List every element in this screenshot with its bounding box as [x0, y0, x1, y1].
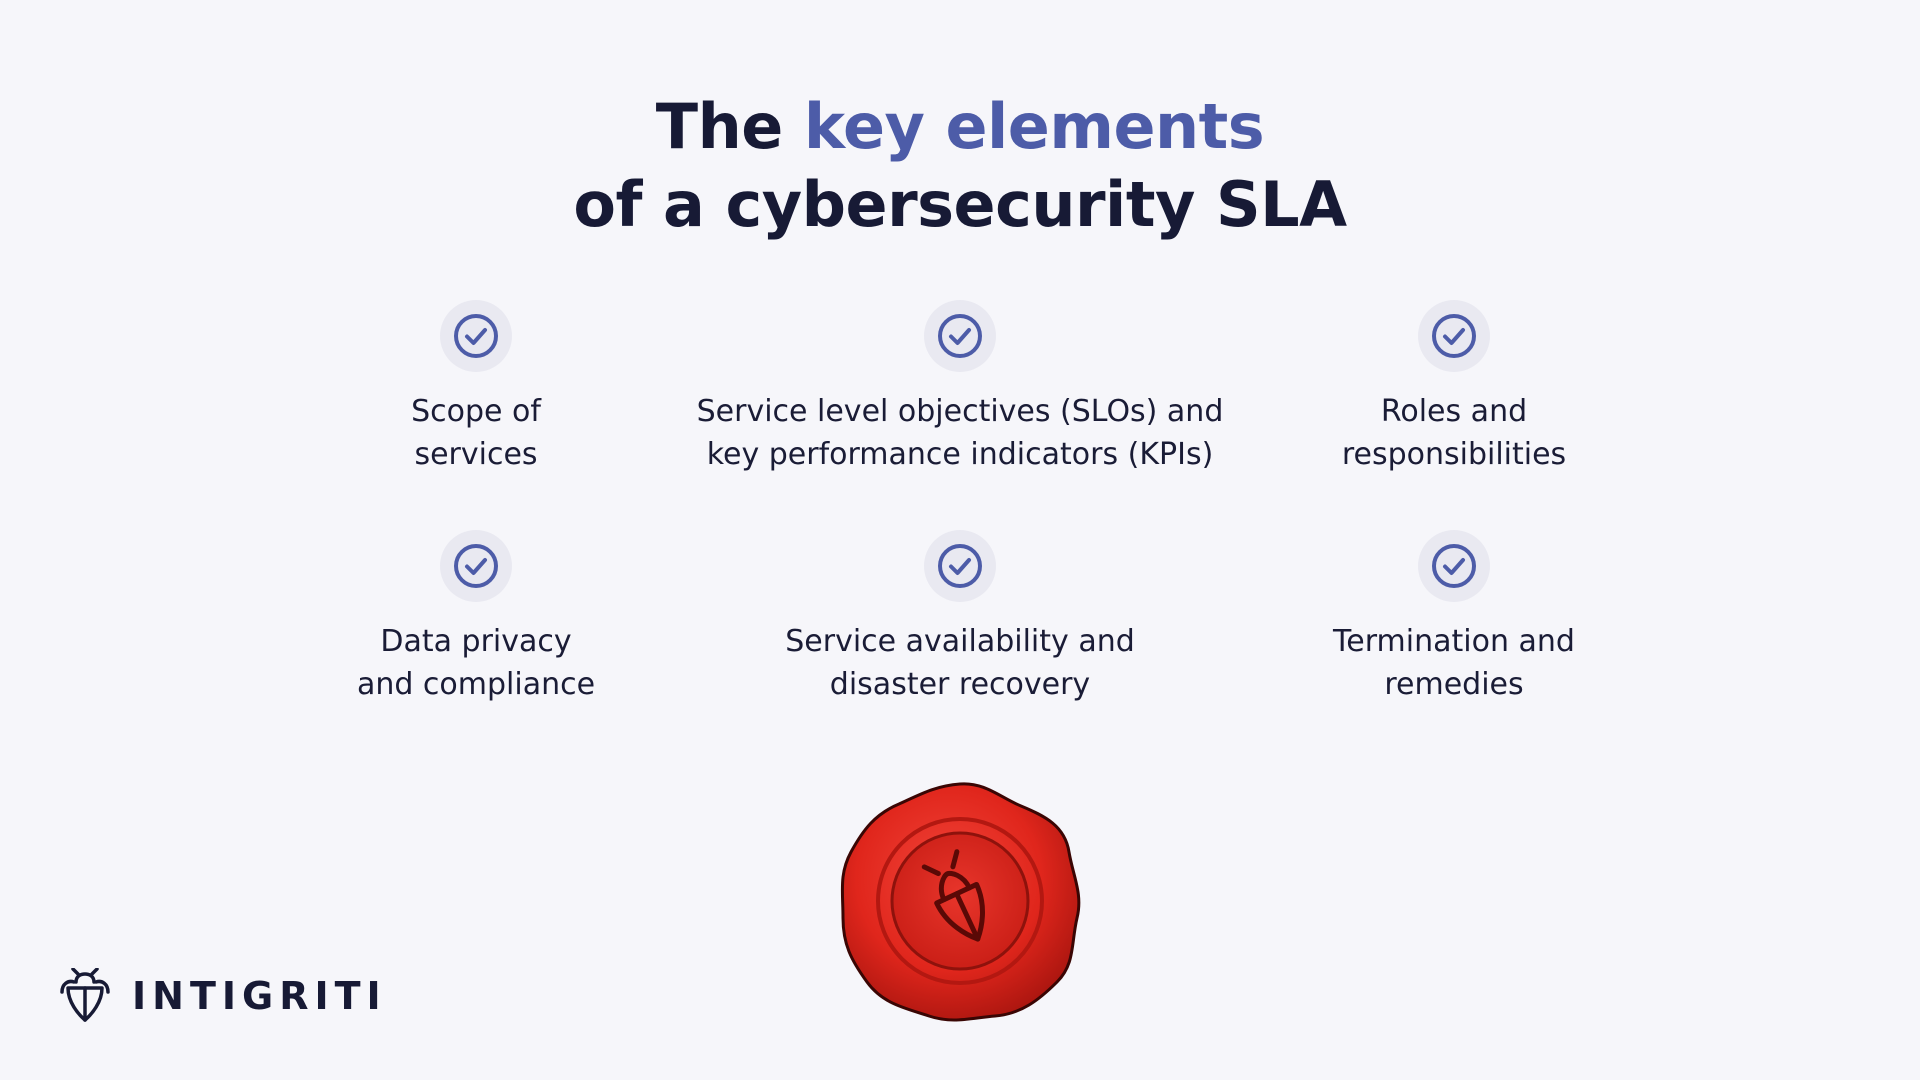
title-accent: key elements	[803, 90, 1265, 163]
element-label: Service availability and disaster recove…	[785, 624, 1135, 702]
element-item-availability: Service availability and disaster recove…	[680, 530, 1240, 706]
title-line-1: The key elements	[0, 88, 1920, 166]
element-label: Service level objectives (SLOs) and key …	[696, 394, 1224, 472]
element-label: Roles and responsibilities	[1341, 394, 1567, 472]
check-circle-icon	[440, 530, 512, 602]
wax-seal-icon	[835, 778, 1085, 1024]
element-label: Data privacy and compliance	[356, 624, 596, 702]
element-item-scope: Scope of services	[196, 300, 756, 476]
check-circle-icon	[924, 530, 996, 602]
check-circle-icon	[1418, 530, 1490, 602]
logo-wordmark: INTIGRITI	[132, 974, 387, 1018]
element-item-roles: Roles and responsibilities	[1174, 300, 1734, 476]
intigriti-logo: INTIGRITI	[58, 968, 387, 1024]
check-circle-icon	[1418, 300, 1490, 372]
title-line-2: of a cybersecurity SLA	[573, 168, 1347, 241]
check-circle-icon	[924, 300, 996, 372]
title-prefix: The	[655, 90, 804, 163]
intigriti-bug-logo-icon	[58, 968, 112, 1024]
element-label: Termination and remedies	[1333, 624, 1575, 702]
element-item-slos-kpis: Service level objectives (SLOs) and key …	[680, 300, 1240, 476]
element-item-data-privacy: Data privacy and compliance	[196, 530, 756, 706]
element-label: Scope of services	[411, 394, 541, 472]
check-circle-icon	[440, 300, 512, 372]
element-item-termination: Termination and remedies	[1174, 530, 1734, 706]
page-title: The key elements of a cybersecurity SLA	[0, 88, 1920, 244]
